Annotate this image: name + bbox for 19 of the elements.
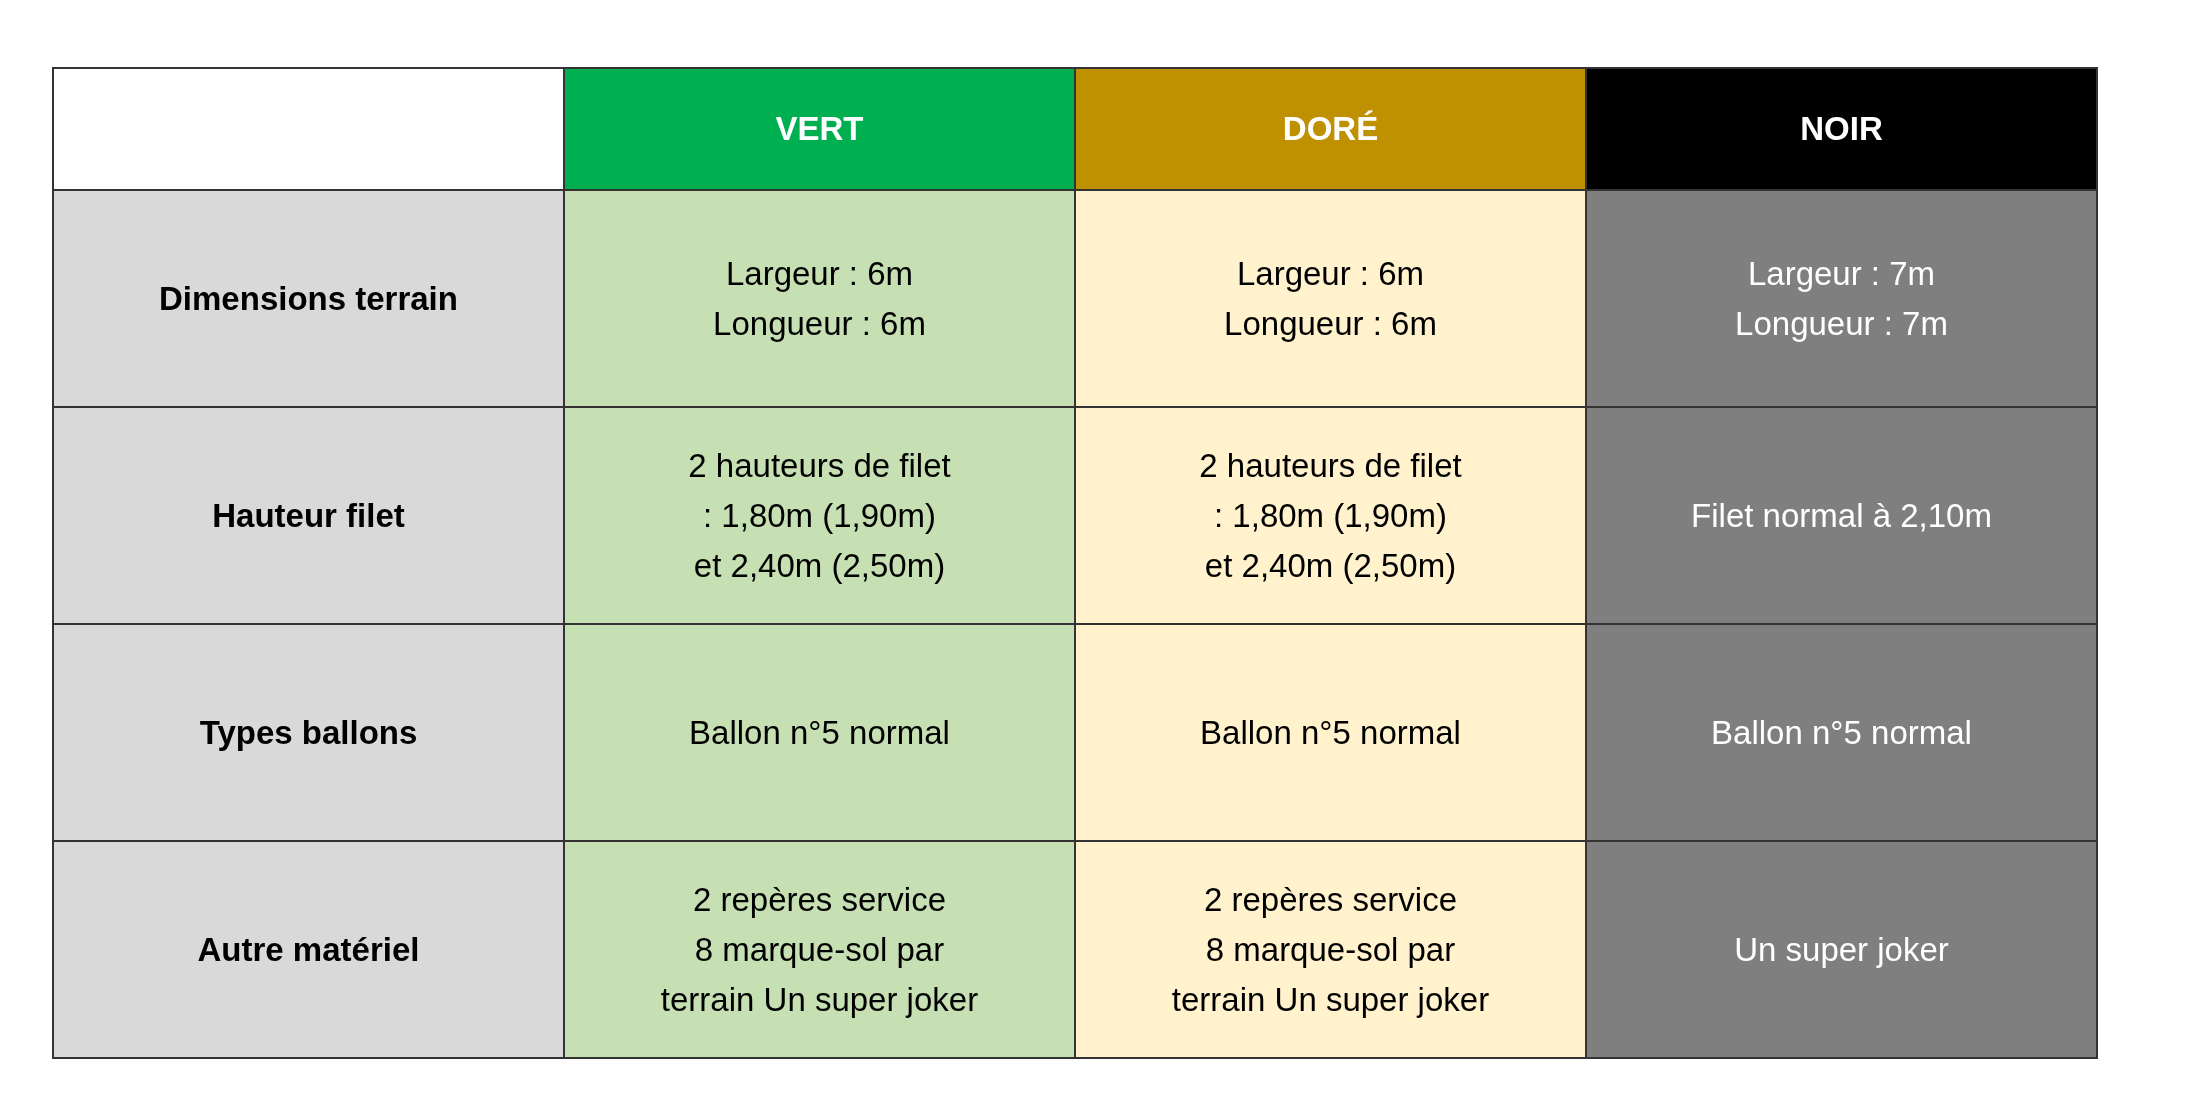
- table-cell-text: 2 repères service 8 marque-sol par terrain Un super joker: [659, 879, 980, 1020]
- table-cell-text: Ballon n°5 normal: [1711, 712, 1972, 753]
- table-cell-text: 2 hauteurs de filet : 1,80m (1,90m) et 2,40m (2,50m): [687, 445, 952, 586]
- table-cell-text: 2 hauteurs de filet : 1,80m (1,90m) et 2,40m (2,50m): [1198, 445, 1463, 586]
- row-header: Dimensions terrain: [159, 278, 458, 319]
- table-cell-text: Largeur : 6m Longueur : 6m: [1223, 253, 1438, 344]
- column-header: NOIR: [1800, 109, 1883, 149]
- table-cell-text: Ballon n°5 normal: [1200, 712, 1461, 753]
- row-header: Types ballons: [199, 712, 418, 753]
- table-cell-text: Largeur : 7m Longueur : 7m: [1734, 253, 1949, 344]
- row-header: Autre matériel: [197, 929, 420, 970]
- table-cell-text: Largeur : 6m Longueur : 6m: [712, 253, 927, 344]
- table-cell-text: Ballon n°5 normal: [689, 712, 950, 753]
- table-cell-text: 2 repères service 8 marque-sol par terrain Un super joker: [1170, 879, 1491, 1020]
- row-header: Hauteur filet: [212, 495, 405, 536]
- column-header: DORÉ: [1282, 109, 1379, 149]
- table-cell-text: Un super joker: [1734, 929, 1949, 970]
- table-cell-text: Filet normal à 2,10m: [1691, 495, 1992, 536]
- column-header: VERT: [775, 109, 864, 149]
